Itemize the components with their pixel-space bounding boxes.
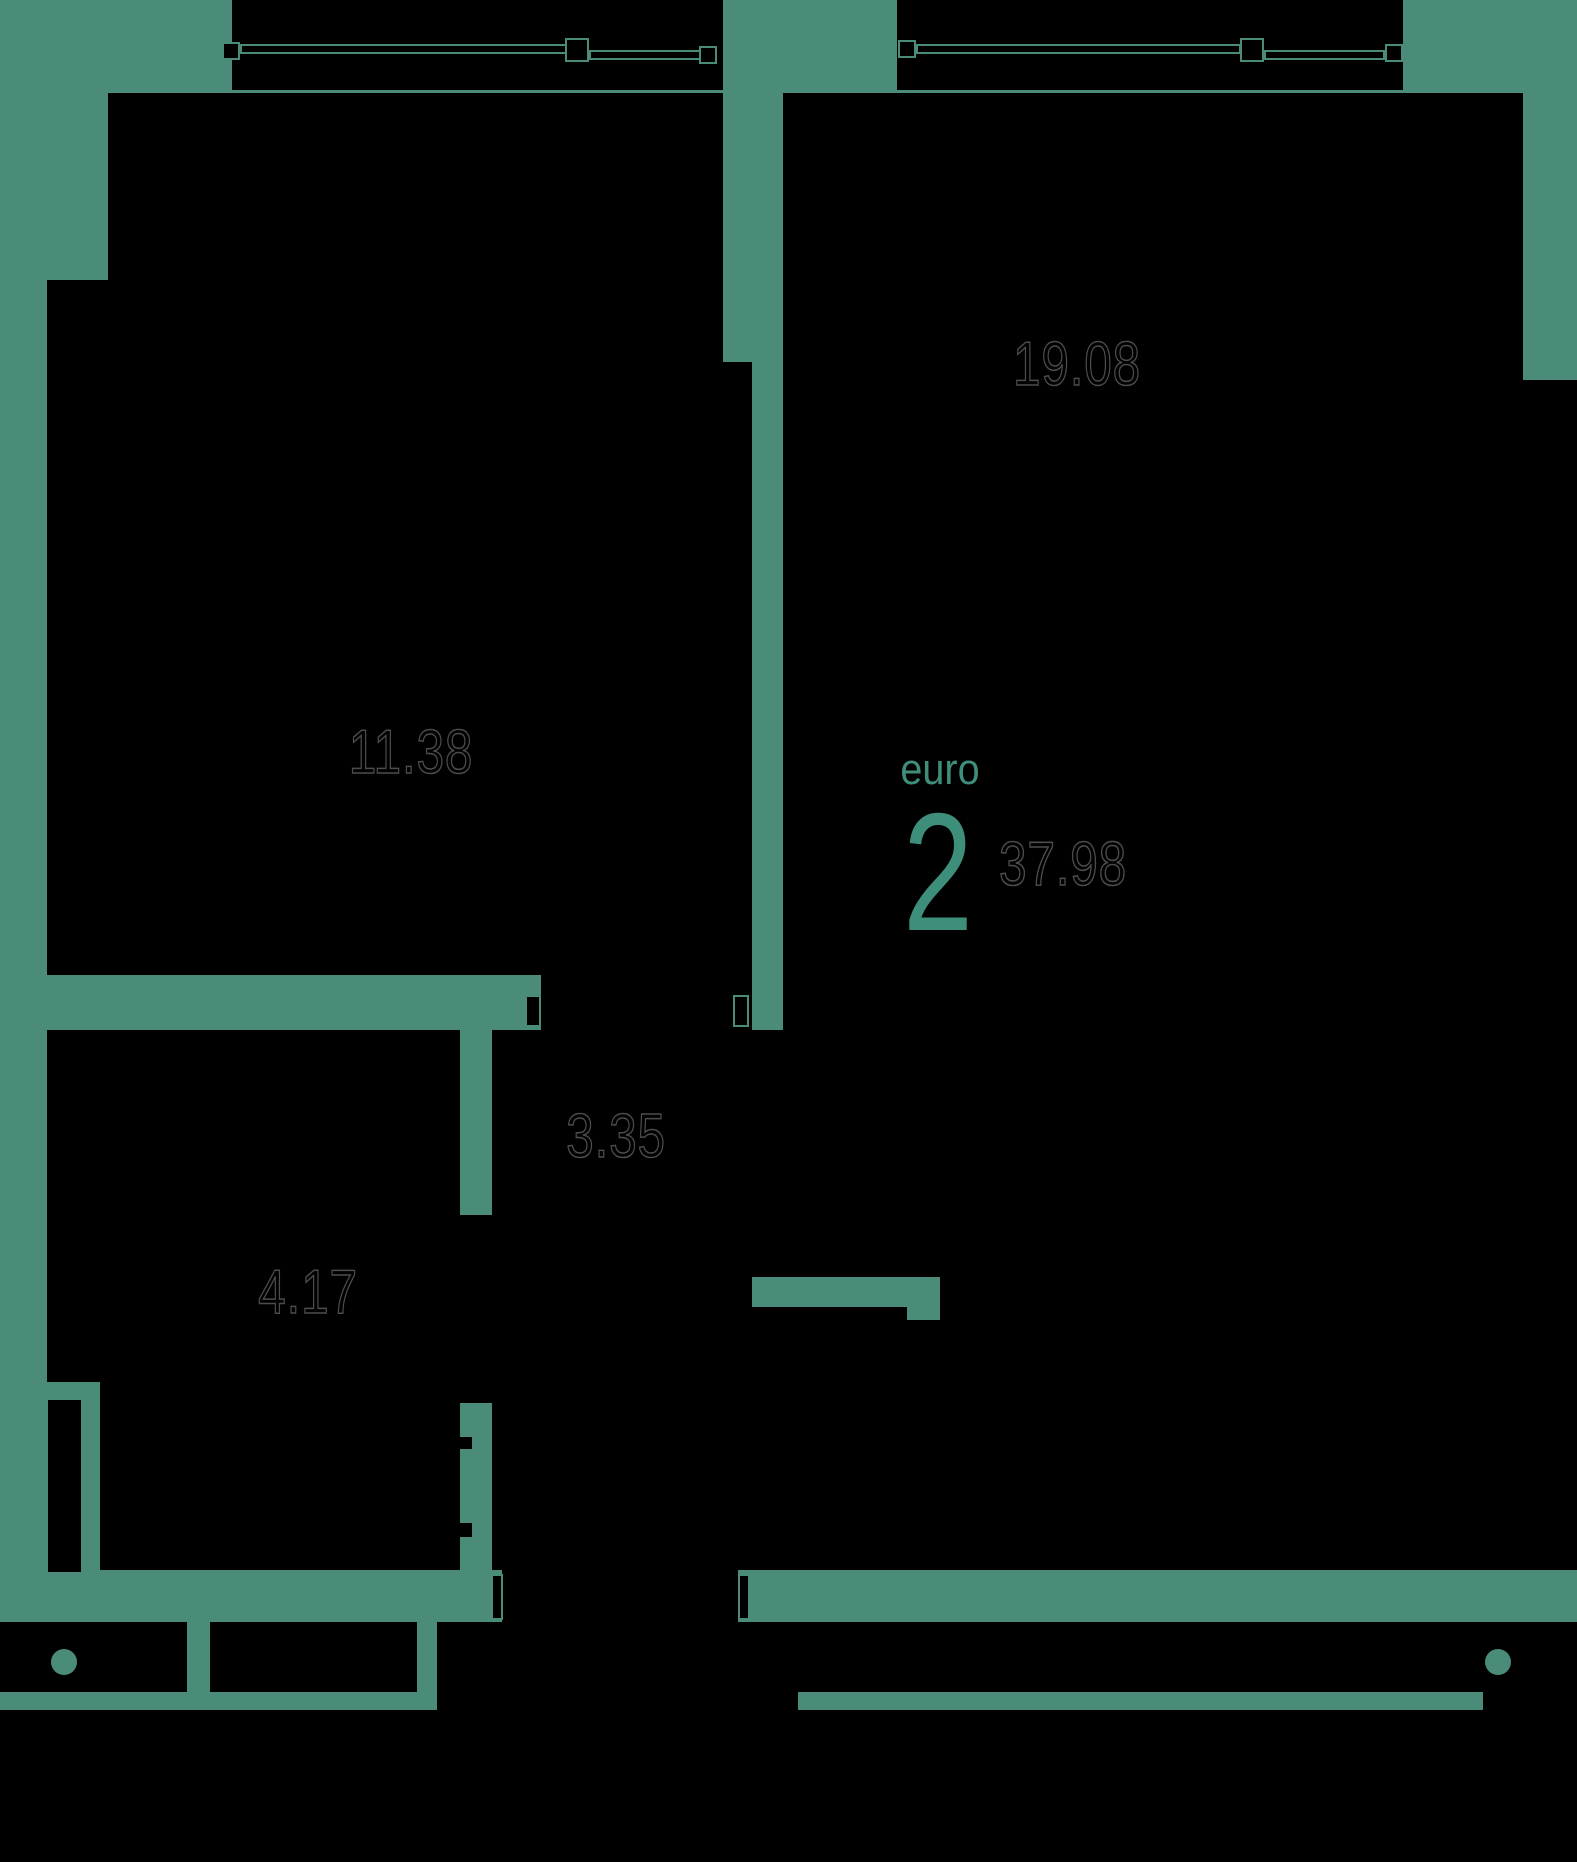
bath-door-hinge-mark-2	[458, 1523, 472, 1537]
balcony-divider-right	[417, 1622, 437, 1692]
window-sill-bar	[240, 44, 567, 54]
room-area-label-bathroom: 4.17	[258, 1258, 358, 1327]
unit-rooms-count: 2	[902, 778, 974, 966]
window-sill-bar	[916, 44, 1241, 54]
unit-type-label: euro	[900, 745, 980, 794]
right-margin-top	[1523, 93, 1577, 380]
room-area-label-bedroom: 11.38	[348, 718, 474, 787]
room-area-label-hallway: 3.35	[566, 1102, 666, 1171]
hallway-top-wall	[47, 975, 541, 1030]
window-mullion-icon	[1240, 38, 1264, 62]
column-dot-icon	[1485, 1649, 1511, 1675]
unit-total-area: 37.98	[998, 830, 1128, 899]
window-mullion-icon	[565, 38, 589, 62]
window-sill-bar	[1264, 50, 1385, 60]
right-edge-column	[1523, 380, 1577, 1568]
outer-edge-band-right	[798, 1692, 1483, 1710]
closet-wall-end	[907, 1277, 940, 1320]
balcony-door-jamb-left	[491, 1574, 503, 1620]
hall-door-jamb-right	[733, 995, 749, 1027]
left-outer-wall	[0, 93, 47, 1622]
bathroom-wall-upper	[460, 1030, 492, 1215]
mid-wall-upper	[723, 93, 783, 362]
top-left-wall-thickening	[47, 93, 108, 280]
balcony-divider-left	[187, 1622, 210, 1692]
bath-door-hinge-mark-1	[458, 1437, 472, 1449]
mid-wall-lower	[752, 362, 783, 1030]
column-dot-icon	[51, 1649, 77, 1675]
balcony-door-opening	[502, 1570, 738, 1622]
window-frame-bracket-icon	[222, 42, 240, 60]
hall-door-jamb-left	[525, 995, 541, 1027]
room-area-label-living: 19.08	[1012, 330, 1142, 399]
window-sill-bar	[589, 50, 701, 60]
balcony-wall	[47, 1570, 1577, 1622]
balcony-door-jamb-right	[738, 1574, 750, 1620]
window-frame-bracket-icon	[1385, 44, 1403, 62]
outer-edge-band-left	[0, 1692, 437, 1710]
window-frame-bracket-icon	[699, 46, 717, 64]
bathroom-wall-lower	[460, 1403, 492, 1570]
entrance-door-leaf	[48, 1400, 81, 1572]
window-frame-bracket-icon	[898, 40, 916, 58]
